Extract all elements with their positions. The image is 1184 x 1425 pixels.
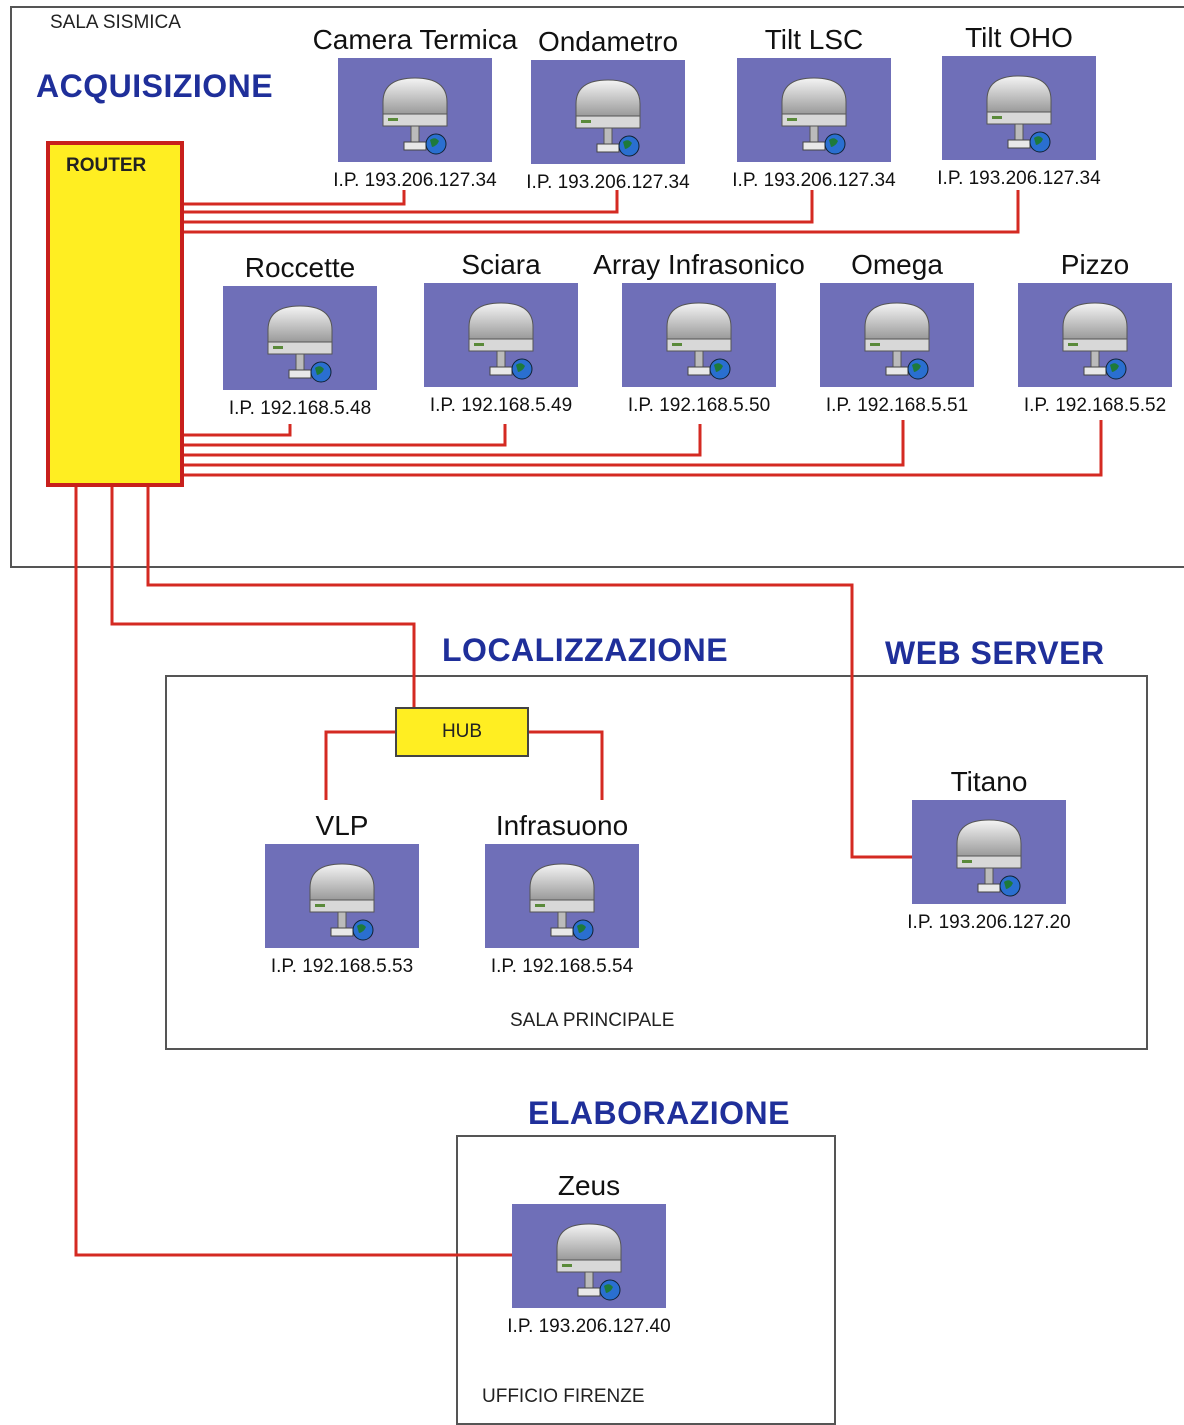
server-panel: [1018, 283, 1172, 387]
link-roccette: [184, 424, 292, 437]
node-name: Tilt LSC: [764, 24, 864, 55]
link-zeus: [74, 487, 512, 1257]
server-globe-icon: [309, 863, 375, 941]
section-web-server: WEB SERVER: [885, 635, 1105, 671]
node-ip: I.P. 192.168.5.52: [1023, 395, 1167, 416]
node-name: VLP: [315, 810, 369, 841]
node-ip: I.P. 193.206.127.20: [907, 912, 1071, 933]
room-label-sala-sismica: SALA SISMICA: [50, 12, 181, 33]
link-array-infrasonico: [184, 424, 702, 457]
server-panel: [485, 844, 639, 948]
server-panel: [512, 1204, 666, 1308]
room-label-ufficio-firenze: UFFICIO FIRENZE: [482, 1386, 645, 1407]
link-vlp: [324, 730, 395, 800]
router-label: ROUTER: [66, 155, 147, 176]
link-camera-termica: [184, 190, 406, 206]
server-panel: [737, 58, 891, 162]
node-ip: I.P. 193.206.127.34: [333, 170, 497, 191]
server-panel: [820, 283, 974, 387]
node-name: Titano: [950, 766, 1028, 797]
server-globe-icon: [529, 863, 595, 941]
link-pizzo: [184, 420, 1103, 477]
server-panel: [531, 60, 685, 164]
node-ip: I.P. 192.168.5.50: [627, 395, 771, 416]
node-ip: I.P. 193.206.127.40: [507, 1316, 671, 1337]
node-ip: I.P. 192.168.5.54: [490, 956, 634, 977]
server-panel: [912, 800, 1066, 904]
server-panel: [338, 58, 492, 162]
server-globe-icon: [556, 1223, 622, 1301]
node-name: Sciara: [461, 249, 541, 280]
server-globe-icon: [864, 302, 930, 380]
server-globe-icon: [986, 75, 1052, 153]
node-ip: I.P. 192.168.5.49: [429, 395, 573, 416]
section-acquisizione: ACQUISIZIONE: [36, 68, 274, 104]
link-infrasuono: [529, 730, 604, 800]
link-hub: [110, 487, 416, 707]
server-panel: [622, 283, 776, 387]
link-tilt-lsc: [184, 190, 814, 224]
server-globe-icon: [1062, 302, 1128, 380]
node-ip: I.P. 193.206.127.34: [526, 172, 690, 193]
link-ondametro: [184, 190, 619, 214]
node-name: Zeus: [557, 1170, 621, 1201]
server-panel: [265, 844, 419, 948]
server-globe-icon: [956, 819, 1022, 897]
room-label-sala-principale: SALA PRINCIPALE: [510, 1010, 675, 1031]
node-name: Omega: [851, 249, 943, 280]
node-ip: I.P. 192.168.5.51: [825, 395, 969, 416]
hub-box: HUB: [395, 707, 529, 757]
node-name: Roccette: [244, 252, 356, 283]
node-ip: I.P. 192.168.5.53: [270, 956, 414, 977]
node-name: Infrasuono: [495, 810, 629, 841]
server-globe-icon: [382, 77, 448, 155]
section-localizzazione: LOCALIZZAZIONE: [442, 632, 729, 668]
server-panel: [942, 56, 1096, 160]
server-panel: [424, 283, 578, 387]
node-ip: I.P. 193.206.127.34: [732, 170, 896, 191]
link-tilt-oho: [184, 190, 1020, 234]
server-globe-icon: [468, 302, 534, 380]
server-globe-icon: [575, 79, 641, 157]
link-omega: [184, 420, 905, 467]
node-name: Camera Termica: [312, 24, 518, 55]
node-ip: I.P. 193.206.127.34: [937, 168, 1101, 189]
node-name: Pizzo: [1060, 249, 1130, 280]
section-elaborazione: ELABORAZIONE: [528, 1095, 790, 1131]
server-globe-icon: [781, 77, 847, 155]
router-box: ROUTER: [46, 141, 184, 487]
node-name: Tilt OHO: [965, 22, 1073, 53]
server-panel: [223, 286, 377, 390]
node-name: Array Infrasonico: [593, 249, 805, 280]
server-globe-icon: [267, 305, 333, 383]
node-ip: I.P. 192.168.5.48: [228, 398, 372, 419]
link-sciara: [184, 424, 507, 447]
server-globe-icon: [666, 302, 732, 380]
node-name: Ondametro: [537, 26, 679, 57]
link-web-server: [146, 487, 912, 859]
